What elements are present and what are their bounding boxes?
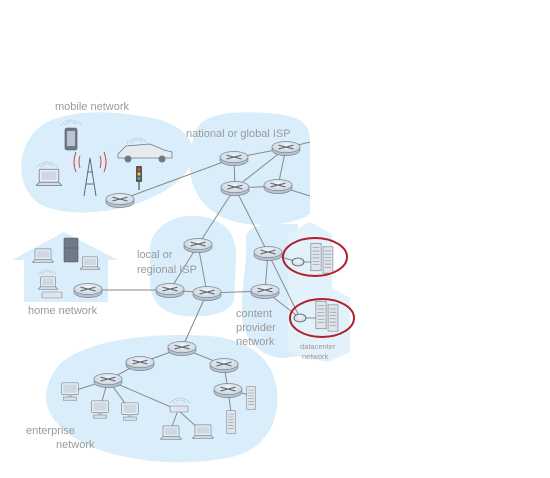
datacenter-devices bbox=[282, 237, 355, 338]
content-label-3: network bbox=[236, 336, 275, 348]
server-icon bbox=[226, 410, 236, 434]
mobile-network-region bbox=[21, 112, 193, 213]
home-network-label: home network bbox=[28, 305, 98, 317]
laptop-icon bbox=[32, 248, 54, 263]
wireless-ap-icon bbox=[169, 405, 189, 413]
router-ent-5 bbox=[213, 382, 243, 398]
laptop-icon bbox=[36, 168, 62, 187]
router-isp-2 bbox=[271, 140, 301, 156]
datacenter-label-2: network bbox=[302, 352, 329, 361]
laptop-icon bbox=[38, 276, 58, 290]
laptop-icon bbox=[80, 256, 100, 270]
laptop-icon bbox=[160, 425, 182, 440]
content-label-1: content bbox=[236, 308, 272, 320]
labels: mobile network national or global ISP lo… bbox=[26, 101, 336, 451]
router-local-1 bbox=[183, 237, 213, 253]
server-icon bbox=[246, 386, 256, 410]
router-content-2 bbox=[250, 283, 280, 299]
mobile-network-label: mobile network bbox=[55, 101, 129, 113]
desktop-icon bbox=[61, 382, 79, 401]
home-devices bbox=[32, 237, 100, 299]
car-icon bbox=[117, 143, 173, 163]
mobile-devices bbox=[36, 119, 173, 197]
desktop-icon bbox=[121, 402, 139, 421]
router-isp-4 bbox=[263, 178, 293, 194]
server-icon bbox=[315, 300, 327, 330]
server-icon bbox=[327, 304, 339, 332]
highlight-ring bbox=[289, 298, 355, 338]
router-mobile bbox=[105, 192, 135, 208]
router-ent-3 bbox=[209, 357, 239, 373]
dc-router-icon bbox=[291, 257, 307, 323]
phone-icon bbox=[64, 127, 78, 151]
national-isp-region bbox=[189, 112, 310, 225]
datacenter-label-1: datacenter bbox=[300, 342, 336, 351]
router-isp-1 bbox=[219, 150, 249, 166]
local-isp-label-1: local or bbox=[137, 249, 173, 261]
router-local-3 bbox=[192, 285, 222, 301]
fridge-icon bbox=[63, 237, 79, 263]
desktop-icon bbox=[91, 400, 109, 419]
router-home bbox=[73, 282, 103, 298]
server-icon bbox=[310, 242, 322, 272]
modem-icon bbox=[41, 291, 63, 299]
router-ent-1 bbox=[167, 340, 197, 356]
server-icon bbox=[322, 246, 334, 274]
enterprise-label-2: network bbox=[56, 439, 95, 451]
cell-tower-icon bbox=[73, 151, 107, 197]
local-isp-label-2: regional ISP bbox=[137, 264, 197, 276]
enterprise-label-1: enterprise bbox=[26, 425, 75, 437]
router-local-2 bbox=[155, 282, 185, 298]
router-ent-4 bbox=[93, 372, 123, 388]
content-label-2: provider bbox=[236, 322, 276, 334]
laptop-icon bbox=[192, 424, 214, 439]
router-isp-3 bbox=[220, 180, 250, 196]
national-isp-label: national or global ISP bbox=[186, 128, 291, 140]
traffic-light-icon bbox=[136, 166, 142, 190]
router-content-1 bbox=[253, 245, 283, 261]
router-ent-2 bbox=[125, 355, 155, 371]
enterprise-devices bbox=[61, 382, 256, 440]
highlight-ring bbox=[282, 237, 348, 277]
